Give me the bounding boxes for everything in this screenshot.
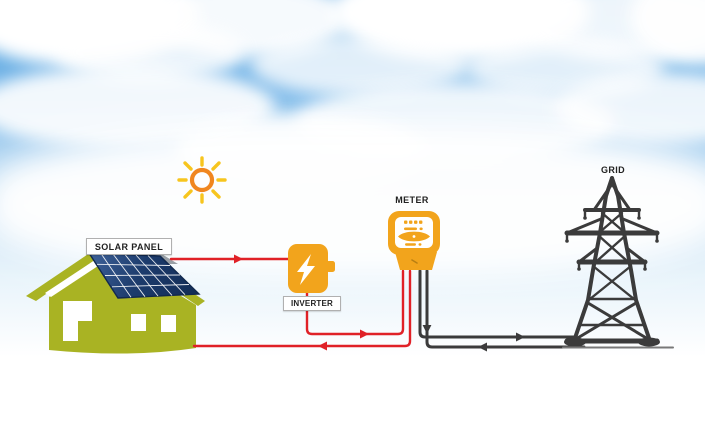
- solar-panel-label: SOLAR PANEL: [86, 238, 172, 255]
- flow-arrow-left-icon: [318, 341, 327, 351]
- wire-panel-to-inverter: [169, 254, 290, 264]
- flow-arrow-right-icon: [234, 254, 243, 264]
- solar-panel-label-text: SOLAR PANEL: [94, 241, 164, 252]
- meter-label: METER: [392, 195, 432, 205]
- flow-arrow-right-icon: [360, 329, 369, 339]
- house-window: [161, 315, 176, 332]
- transmission-tower-icon: [562, 176, 674, 349]
- lightning-bolt-icon: [297, 254, 315, 285]
- house-wall: [49, 253, 196, 354]
- wire-meter-to-grid: [418, 269, 578, 342]
- wire-meter-to-house: [192, 269, 412, 351]
- flow-arrow-left-icon: [478, 342, 487, 352]
- inverter-icon: [288, 244, 335, 293]
- house-window: [131, 314, 146, 331]
- solar-panel: [87, 252, 201, 299]
- flow-arrow-down-icon: [422, 325, 432, 334]
- meter-dials: [398, 220, 430, 246]
- grid-label: GRID: [593, 165, 633, 175]
- meter-base: [395, 252, 437, 270]
- wire-inverter-to-meter: [305, 269, 405, 339]
- flow-arrow-right-icon: [516, 332, 525, 342]
- grid-label-text: GRID: [600, 165, 626, 175]
- meter-base-mark: [411, 259, 418, 264]
- inverter-label-text: INVERTER: [290, 299, 334, 308]
- house-gable-highlight: [45, 256, 107, 297]
- house-with-solar-panel-icon: [26, 238, 205, 354]
- inverter-tab: [326, 261, 335, 272]
- house-roof: [26, 238, 205, 306]
- house-door: [63, 301, 92, 341]
- electric-meter-icon: [388, 211, 440, 270]
- sun-icon: [177, 156, 227, 204]
- wire-grid-to-meter: [422, 269, 586, 352]
- inverter-label: INVERTER: [283, 296, 341, 311]
- solar-panel-grid-lines: [96, 253, 190, 298]
- meter-label-text: METER: [395, 195, 429, 205]
